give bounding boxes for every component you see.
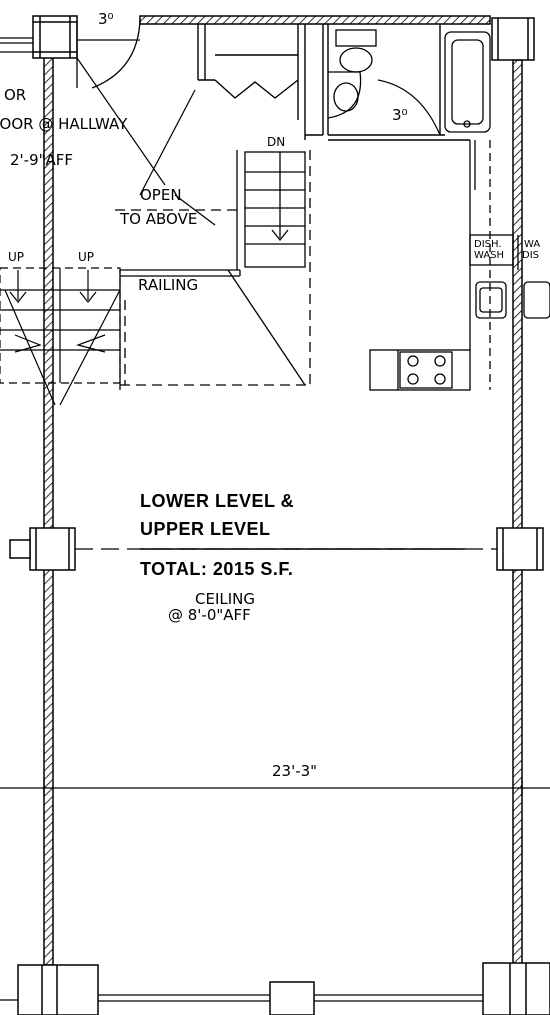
bathtub-fixture: [444, 31, 491, 133]
column-bottom-left: [17, 964, 99, 1015]
washer-label-line1: WA: [524, 239, 541, 250]
ceiling-label-line1: CEILING: [195, 590, 255, 608]
dishwasher-label-line2: WASH: [474, 250, 505, 261]
total-area-label: TOTAL: 2015 S.F.: [140, 559, 294, 579]
sink-fixture: [327, 71, 362, 119]
column-top-left: [32, 15, 78, 59]
railing-label: RAILING: [138, 276, 199, 294]
column-mid-left: [9, 527, 76, 571]
toilet-fixture: [335, 29, 377, 73]
right-wall: [512, 59, 523, 966]
open-to-above-line2: TO ABOVE: [120, 210, 198, 228]
left-wall: [43, 54, 54, 966]
stairs-up: [0, 267, 121, 406]
column-top-right: [491, 17, 535, 61]
door-swing-top: [76, 19, 141, 89]
stair-up-right-label: UP: [78, 250, 95, 264]
washer-label-line2: DIS: [522, 250, 539, 261]
column-mid-right: [496, 527, 544, 571]
dimension-label: 23'-3": [272, 762, 318, 780]
bath-door-swing: [377, 79, 441, 136]
door-note-line2: DOOR @ HALLWAY: [0, 115, 128, 133]
dishwasher-label-line1: DISH.: [474, 239, 502, 250]
height-aff-label: 2'-9"AFF: [10, 151, 74, 169]
level-title-line1: LOWER LEVEL &: [140, 491, 295, 511]
dimension-line: [0, 780, 550, 796]
kitchen-counter: [369, 140, 550, 391]
stair-down: [236, 150, 306, 270]
level-title-line2: UPPER LEVEL: [140, 519, 271, 539]
door-note-line1: OR: [4, 86, 27, 104]
bath-door-width-label: 3⁰: [392, 106, 408, 124]
ceiling-label-line2: @ 8'-0"AFF: [168, 606, 251, 624]
open-to-above-line1: OPEN: [140, 186, 182, 204]
column-bottom-right: [482, 962, 550, 1015]
stair-up-left-label: UP: [8, 250, 25, 264]
left-edge-lines: [0, 37, 33, 53]
hallway-lines: [76, 57, 240, 211]
top-wall: [139, 15, 491, 25]
column-bottom-center: [269, 981, 315, 1015]
stair-dn-label: DN: [267, 135, 286, 149]
bottom-wall: [0, 994, 483, 1002]
door-width-label: 3⁰: [98, 10, 114, 28]
interior-partitions: [197, 24, 470, 141]
